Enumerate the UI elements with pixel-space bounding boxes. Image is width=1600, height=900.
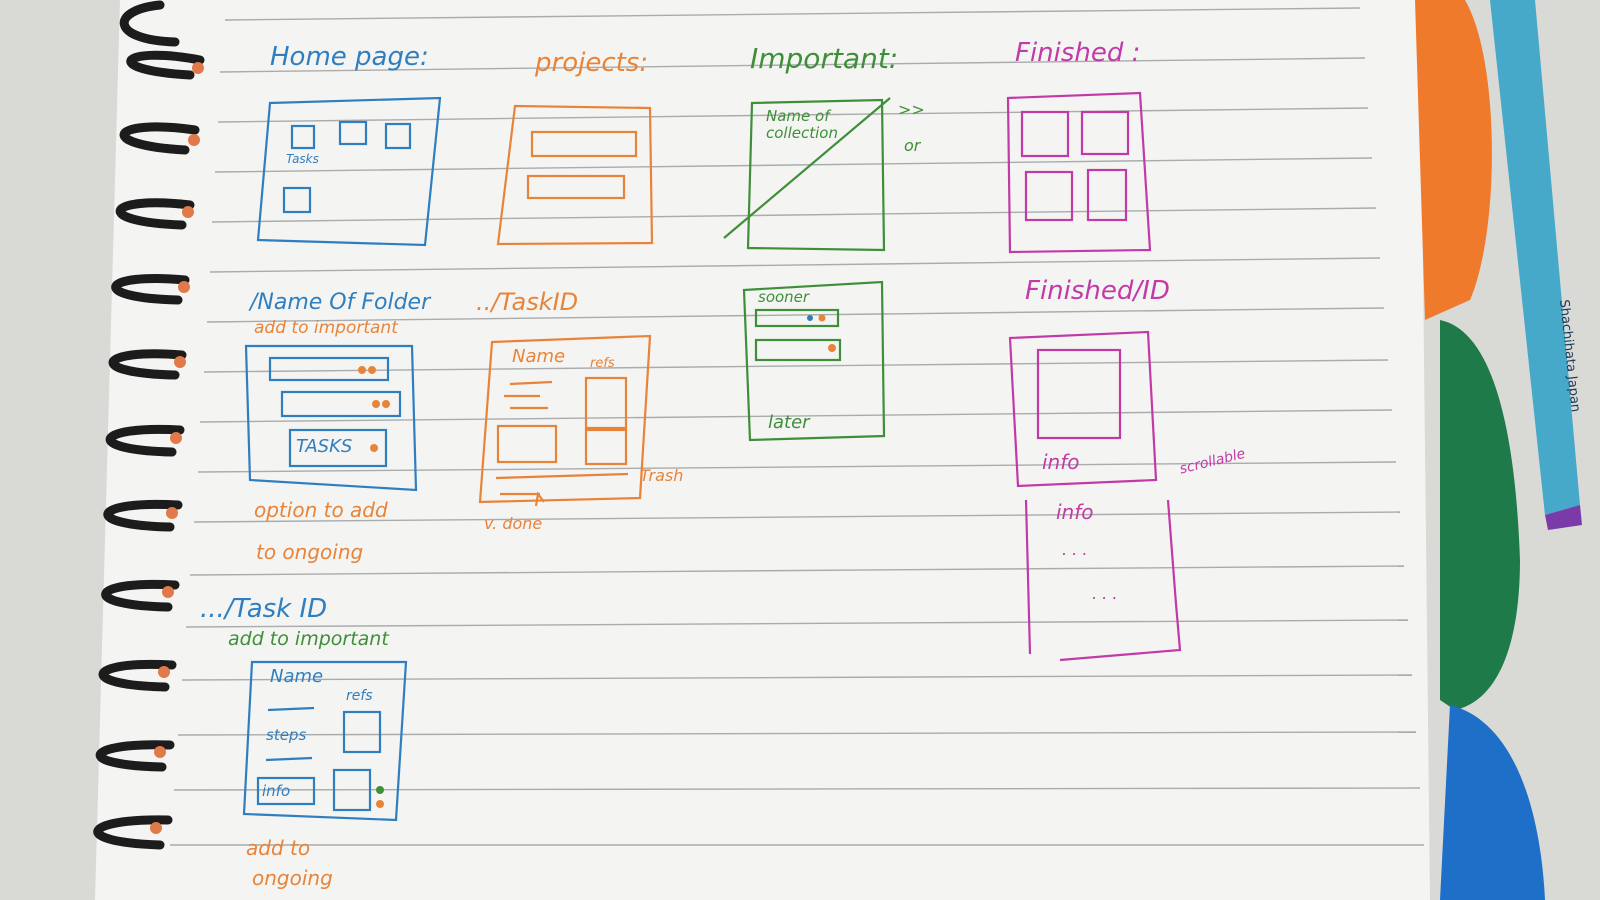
orange-divider-tab (1415, 0, 1492, 320)
task2-add-to-label: add to (246, 836, 311, 860)
or-label: or (904, 136, 921, 155)
task2-info-label: info (262, 782, 291, 800)
folder-wireframe (244, 344, 418, 492)
arrows-label: >> (898, 100, 925, 119)
finished-dots-2: . . . (1092, 584, 1118, 603)
task-trash-label: Trash (640, 466, 684, 485)
sooner-dot (807, 315, 813, 321)
task-refs-label: refs (590, 356, 615, 371)
ruled-lines (170, 7, 1424, 846)
finished-info-label-2: info (1056, 500, 1094, 524)
task-detail-2-wireframe (242, 660, 408, 822)
folder-toggle-dots (358, 366, 390, 452)
folder-option-label: option to add (254, 498, 388, 522)
list-dots (818, 314, 836, 352)
finished-title: Finished : (1015, 38, 1141, 68)
task2-name-label: Name (270, 666, 324, 687)
spiral-holes (150, 62, 204, 834)
notebook-page (95, 0, 1430, 900)
projects-title: projects: (535, 48, 649, 78)
folder-option-label-2: to ongoing (256, 540, 364, 564)
home-page-title: Home page: (270, 42, 429, 72)
name-of-collection-label: Name of collection (766, 107, 838, 142)
task-done-label: v. done (484, 514, 543, 533)
task-id-2-add-important: add to important (228, 628, 389, 650)
task2-dot-green (376, 786, 384, 794)
finished-wireframe (1006, 91, 1152, 254)
finished-id-wireframe (1008, 330, 1182, 662)
task2-ongoing-label: ongoing (252, 866, 333, 890)
folder-add-important: add to important (254, 318, 398, 338)
task-name-label: Name (512, 346, 566, 367)
green-divider-tab (1440, 320, 1520, 710)
projects-wireframe (496, 104, 654, 246)
folder-tasks-label: TASKS (296, 436, 353, 457)
folder-title: /Name Of Folder (250, 290, 431, 315)
task-id-title: ../TaskID (476, 288, 579, 316)
sooner-label: sooner (758, 288, 810, 306)
important-list-wireframe (742, 280, 886, 442)
later-label: later (768, 412, 810, 433)
task2-dot-orange (376, 800, 384, 808)
home-tasks-label: Tasks (286, 152, 319, 166)
home-page-wireframe (256, 96, 442, 247)
finished-info-label-1: info (1042, 450, 1080, 474)
task-id-2-title: .../Task ID (200, 594, 328, 624)
task-detail-wireframe (478, 334, 652, 507)
finished-dots-1: . . . (1062, 540, 1088, 559)
task2-refs-label: refs (346, 688, 373, 704)
blue-divider-tab (1440, 705, 1545, 900)
important-title: Important: (750, 42, 899, 75)
important-wireframe (723, 97, 891, 252)
spiral-binding (93, 0, 205, 850)
task2-steps-label: steps (266, 726, 307, 744)
finished-id-title: Finished/ID (1025, 276, 1170, 306)
